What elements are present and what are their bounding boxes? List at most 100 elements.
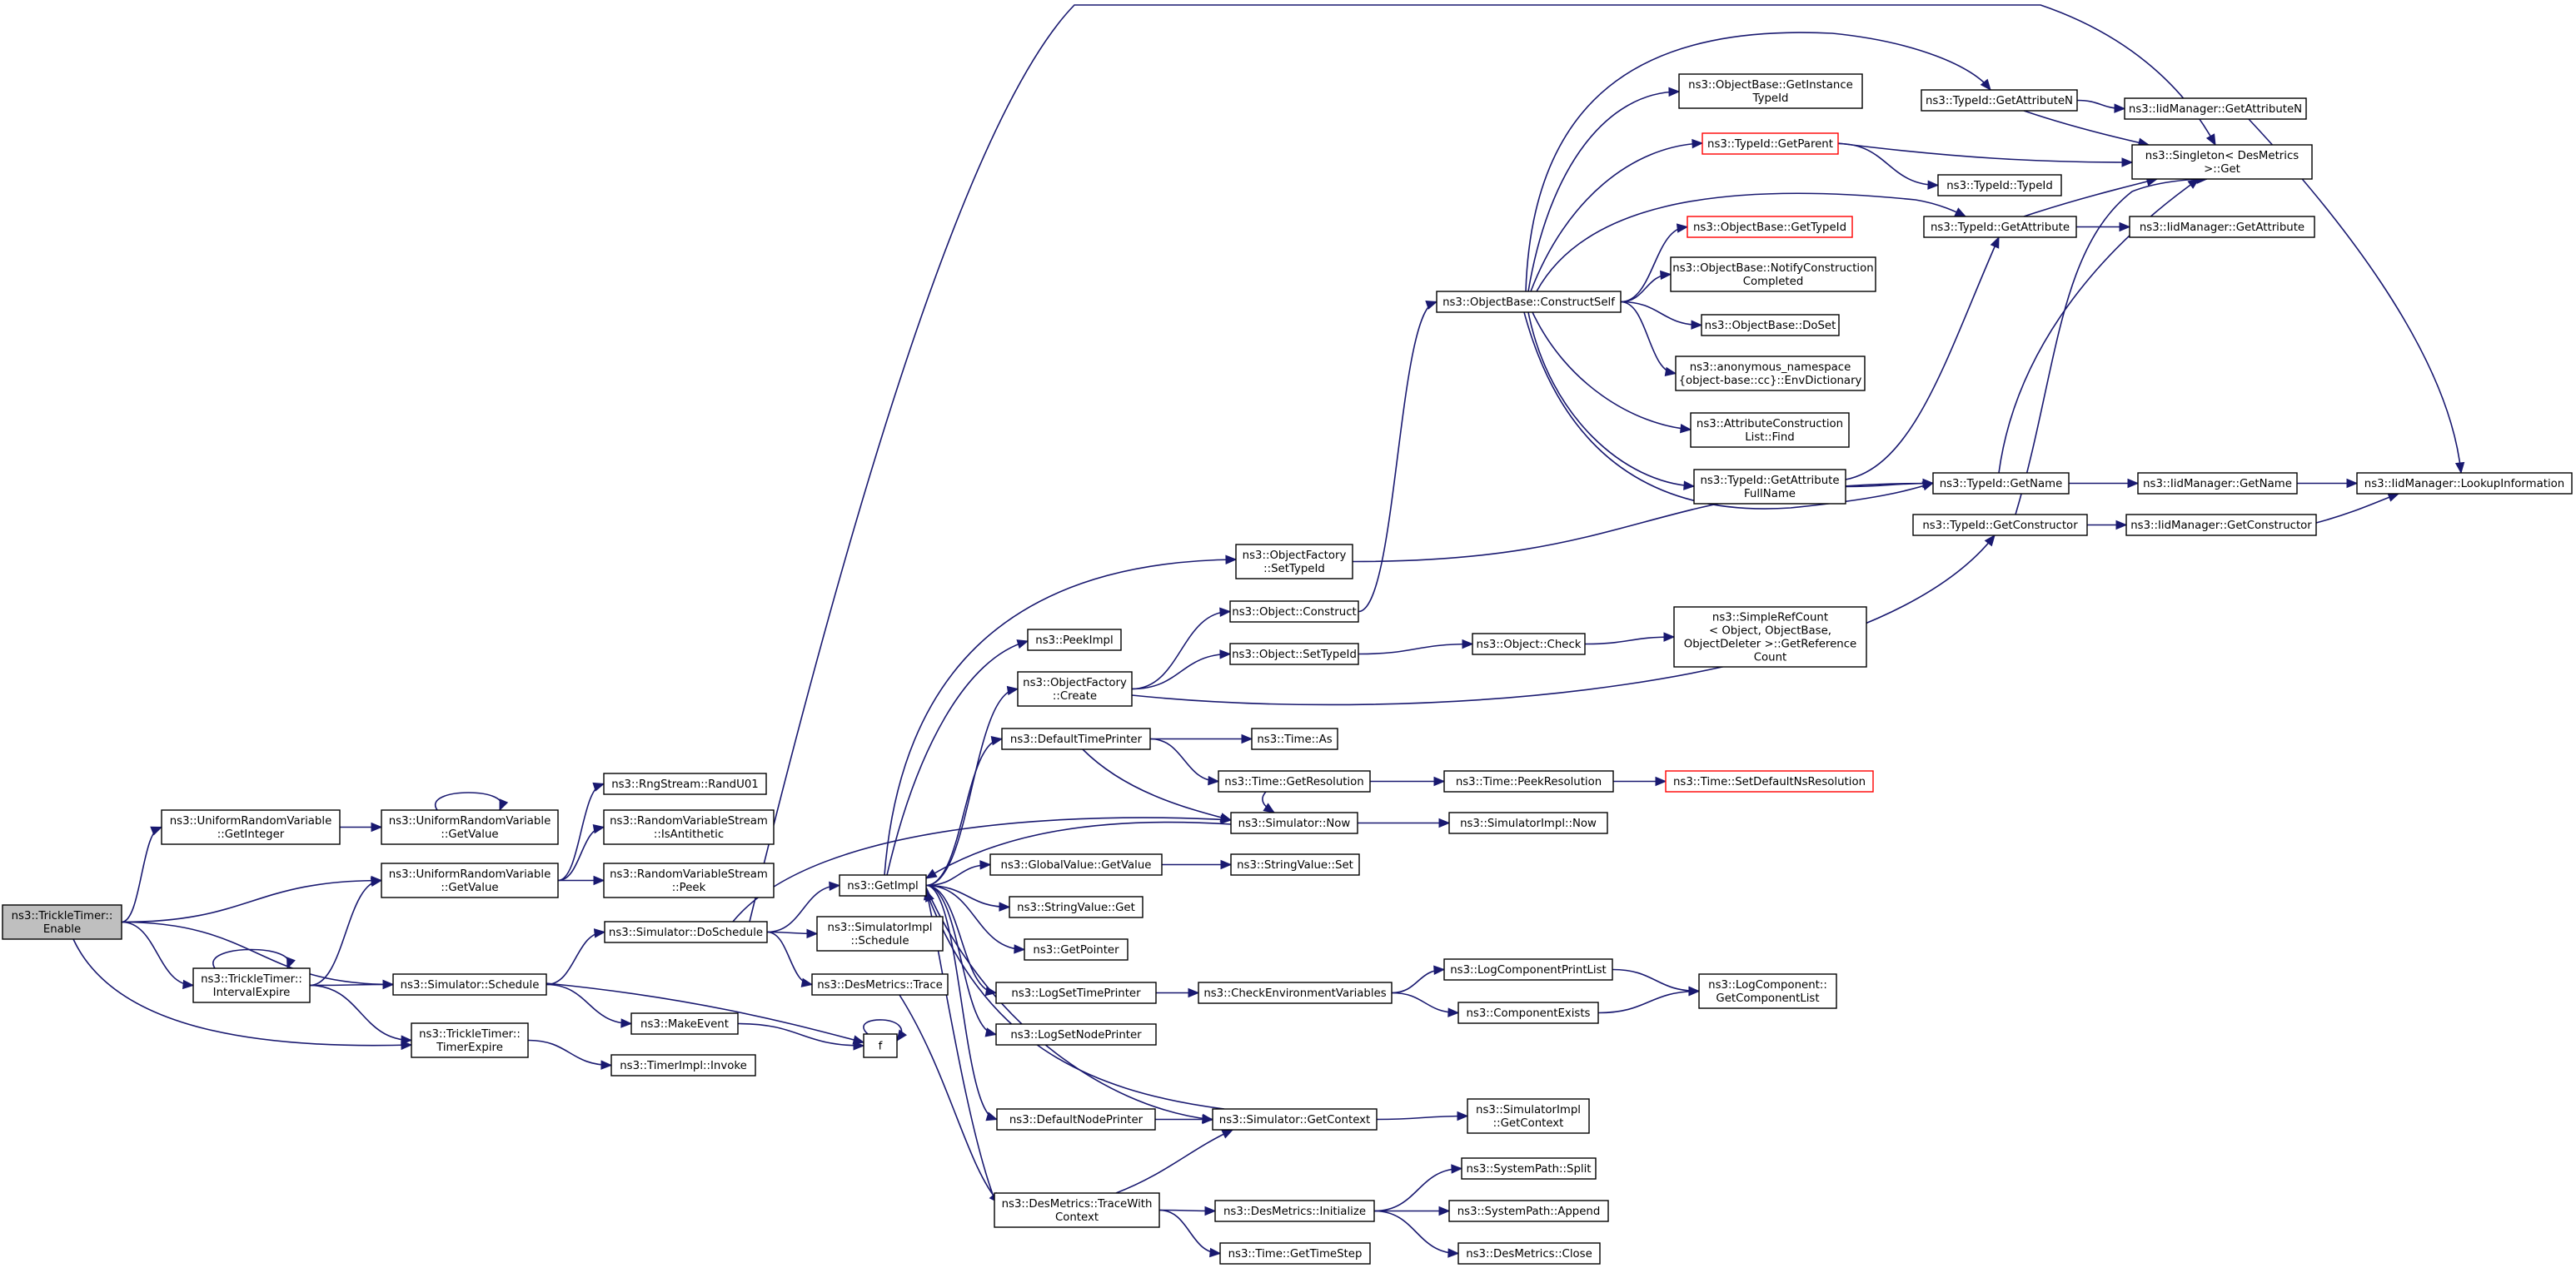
node-stringvalue-get[interactable]: ns3::StringValue::Get (1009, 896, 1144, 918)
node-typeid-typeid[interactable]: ns3::TypeId::TypeId (1937, 174, 2062, 196)
node-getimpl[interactable]: ns3::GetImpl (839, 874, 927, 897)
node-typeid-getattribute[interactable]: ns3::TypeId::GetAttribute (1923, 216, 2077, 238)
node-makeevent[interactable]: ns3::MakeEvent (630, 1012, 739, 1035)
node-desmetrics-trace[interactable]: ns3::DesMetrics::Trace (811, 973, 949, 996)
node-object-settypeid[interactable]: ns3::Object::SetTypeId (1229, 643, 1359, 665)
node-objectbase-notifyconstruction[interactable]: ns3::ObjectBase::NotifyConstructionCompl… (1670, 256, 1876, 292)
node-sim-doschedule[interactable]: ns3::Simulator::DoSchedule (604, 921, 768, 943)
node-object-construct[interactable]: ns3::Object::Construct (1229, 600, 1359, 623)
node-logcomponent-getcomponentlist[interactable]: ns3::LogComponent::GetComponentList (1698, 973, 1837, 1009)
node-box (1009, 896, 1144, 918)
node-typeid-getname[interactable]: ns3::TypeId::GetName (1932, 472, 2070, 495)
node-timerimpl-invoke[interactable]: ns3::TimerImpl::Invoke (610, 1054, 756, 1077)
node-objectbase-constructself[interactable]: ns3::ObjectBase::ConstructSelf (1436, 291, 1622, 313)
node-checkenvvars[interactable]: ns3::CheckEnvironmentVariables (1198, 982, 1393, 1004)
node-typeid-getconstructor[interactable]: ns3::TypeId::GetConstructor (1912, 514, 2088, 536)
node-label: ::GetContext (1493, 1117, 1564, 1130)
node-box (604, 921, 768, 943)
edge-getimpl-to-globalvalue_getvalue (925, 860, 992, 887)
node-label: ns3::ObjectBase::NotifyConstruction (1672, 262, 1873, 275)
arrowhead-icon (2205, 133, 2216, 147)
node-time-gettimestep[interactable]: ns3::Time::GetTimeStep (1219, 1242, 1371, 1265)
node-box (1214, 1200, 1375, 1222)
node-componentexists[interactable]: ns3::ComponentExists (1457, 1002, 1599, 1024)
node-time-setdefaultnsresolution[interactable]: ns3::Time::SetDefaultNsResolution (1665, 770, 1874, 793)
edge-iidmanager_getconstructor-to-iidmanager_lookupinformation (2315, 492, 2400, 524)
edge-line (1620, 301, 1677, 375)
node-rng-randu01[interactable]: ns3::RngStream::RandU01 (603, 773, 767, 795)
arrowhead-icon (370, 877, 383, 888)
arrowhead-icon (829, 881, 841, 891)
node-sim-schedule[interactable]: ns3::Simulator::Schedule (392, 973, 547, 996)
node-typeid-getattributen[interactable]: ns3::TypeId::GetAttributeN (1921, 89, 2078, 112)
edge-line (899, 994, 1000, 1204)
node-rvs-peek[interactable]: ns3::RandomVariableStream::Peek (603, 863, 775, 898)
edge-line (925, 884, 1010, 908)
node-label: ns3::Simulator::DoSchedule (609, 927, 763, 939)
edge-object_construct-to-objectbase_constructself (1358, 300, 1438, 613)
node-urv-getvalue-b[interactable]: ns3::UniformRandomVariable::GetValue (381, 863, 559, 898)
node-singleton-desmetrics-get[interactable]: ns3::Singleton< DesMetrics>::Get (2131, 144, 2313, 180)
node-logcomponentprintlist[interactable]: ns3::LogComponentPrintList (1443, 958, 1613, 981)
node-desmetrics-close[interactable]: ns3::DesMetrics::Close (1457, 1242, 1601, 1265)
node-simimpl-getcontext[interactable]: ns3::SimulatorImpl::GetContext (1467, 1098, 1590, 1134)
node-of-create[interactable]: ns3::ObjectFactory::Create (1017, 671, 1133, 707)
node-object-check[interactable]: ns3::Object::Check (1472, 633, 1586, 655)
node-label: ns3::MakeEvent (640, 1018, 729, 1031)
node-stringvalue-set[interactable]: ns3::StringValue::Set (1230, 853, 1360, 876)
node-iidmanager-getname[interactable]: ns3::IidManager::GetName (2137, 472, 2298, 495)
node-globalvalue-getvalue[interactable]: ns3::GlobalValue::GetValue (989, 853, 1163, 876)
node-logsetnodeprinter[interactable]: ns3::LogSetNodePrinter (995, 1023, 1157, 1046)
edge-line (2015, 178, 2208, 515)
edge-line (1523, 311, 1934, 510)
node-getpointer[interactable]: ns3::GetPointer (1024, 938, 1129, 961)
node-simimpl-schedule[interactable]: ns3::SimulatorImpl::Schedule (816, 916, 944, 952)
node-systempath-append[interactable]: ns3::SystemPath::Append (1448, 1200, 1609, 1222)
node-time-peekresolution[interactable]: ns3::Time::PeekResolution (1443, 770, 1614, 793)
node-urv-getinteger[interactable]: ns3::UniformRandomVariable::GetInteger (161, 809, 341, 845)
node-iidmanager-getattributen[interactable]: ns3::IidManager::GetAttributeN (2124, 97, 2307, 120)
node-urv-getvalue-a[interactable]: ns3::UniformRandomVariable::GetValue (381, 809, 559, 845)
node-simplerefcount[interactable]: ns3::SimpleRefCount< Object, ObjectBase,… (1673, 606, 1867, 668)
node-box (1702, 132, 1839, 155)
node-trickle-enable[interactable]: ns3::TrickleTimer::Enable (2, 904, 122, 940)
arrowhead-icon (990, 736, 1004, 746)
node-label: ns3::Simulator::GetContext (1219, 1114, 1370, 1126)
node-desmetrics-initialize[interactable]: ns3::DesMetrics::Initialize (1214, 1200, 1375, 1222)
edge-defaulttimeprinter-to-time_as (1150, 733, 1253, 744)
edge-line (925, 884, 997, 994)
node-iidmanager-getconstructor[interactable]: ns3::IidManager::GetConstructor (2125, 514, 2317, 536)
node-f[interactable]: f (863, 1033, 898, 1058)
node-sim-getcontext[interactable]: ns3::Simulator::GetContext (1212, 1108, 1378, 1131)
node-box (1467, 1098, 1590, 1134)
node-trickle-intervalexpire[interactable]: ns3::TrickleTimer::IntervalExpire (192, 967, 311, 1003)
node-defaulttimeprinter[interactable]: ns3::DefaultTimePrinter (1001, 728, 1151, 750)
node-iidmanager-lookupinformation[interactable]: ns3::IidManager::LookupInformation (2356, 472, 2573, 495)
node-label: ::Create (1053, 690, 1097, 703)
node-envdictionary[interactable]: ns3::anonymous_namespace{object-base::cc… (1675, 356, 1866, 391)
node-rvs-isantithetic[interactable]: ns3::RandomVariableStream::IsAntithetic (603, 809, 775, 845)
node-objectbase-gettypeid[interactable]: ns3::ObjectBase::GetTypeId (1687, 216, 1853, 238)
node-simimpl-now[interactable]: ns3::SimulatorImpl::Now (1448, 812, 1608, 834)
node-peekimpl[interactable]: ns3::PeekImpl (1027, 629, 1122, 651)
edge-line (1620, 226, 1688, 303)
node-logsettimeprinter[interactable]: ns3::LogSetTimePrinter (995, 982, 1157, 1004)
node-typeid-getparent[interactable]: ns3::TypeId::GetParent (1702, 132, 1839, 155)
node-systempath-split[interactable]: ns3::SystemPath::Split (1461, 1157, 1597, 1180)
node-box (1673, 606, 1867, 668)
node-time-getresolution[interactable]: ns3::Time::GetResolution (1218, 770, 1371, 793)
node-sim-now[interactable]: ns3::Simulator::Now (1230, 812, 1358, 834)
node-time-as[interactable]: ns3::Time::As (1251, 728, 1338, 750)
node-iidmanager-getattribute[interactable]: ns3::IidManager::GetAttribute (2129, 216, 2315, 238)
node-box (161, 809, 341, 845)
node-trickle-timerexpire[interactable]: ns3::TrickleTimer::TimerExpire (411, 1022, 529, 1058)
node-label: ns3::ObjectFactory (1243, 549, 1347, 562)
edge-urv_getvalue_a-to-urv_getvalue_a (434, 792, 509, 812)
node-of-settypeid[interactable]: ns3::ObjectFactory::SetTypeId (1235, 544, 1353, 579)
node-defaultnodeprinter[interactable]: ns3::DefaultNodePrinter (996, 1108, 1156, 1131)
node-objectbase-doset[interactable]: ns3::ObjectBase::DoSet (1701, 314, 1840, 336)
